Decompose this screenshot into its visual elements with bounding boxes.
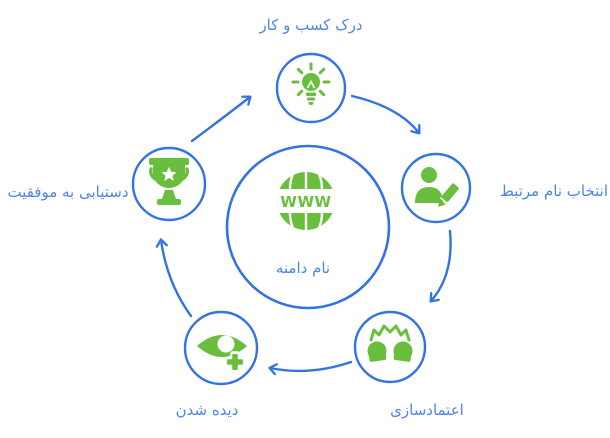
label-bottomright-trust-building: اعتمادسازی [390,401,464,419]
eye-plus-icon [197,335,247,373]
label-center-domain-name: نام دامنه [275,259,331,277]
lightbulb-icon [291,62,331,105]
arrow-bottomleft-to-left [155,238,193,318]
arrow-top-to-right [350,94,421,135]
bottomright-node-circle [353,310,427,384]
trophy-icon [149,158,189,205]
label-left-achieving-success: دستیابی به موفقیت [7,183,129,201]
right-node-circle [400,152,472,224]
left-node-circle [131,146,207,222]
label-top-understanding-business: درک کسب و کار [259,16,363,34]
label-bottomleft-being-seen: دیده شدن [175,401,239,419]
center-node-circle [225,144,391,310]
person-pencil-icon [415,167,459,207]
arrow-right-to-bottomright [429,229,452,303]
globe-www-text: WWW [280,193,331,211]
arrow-bottomright-to-bottomleft [268,360,353,376]
two-people-trust-icon [367,324,413,362]
globe-www-icon: WWW [277,172,335,230]
bottomleft-node-circle [183,310,259,386]
top-node-circle [275,52,347,124]
arrow-left-to-top [190,95,252,143]
label-right-choose-related-name: انتخاب نام مرتبط [499,182,608,200]
